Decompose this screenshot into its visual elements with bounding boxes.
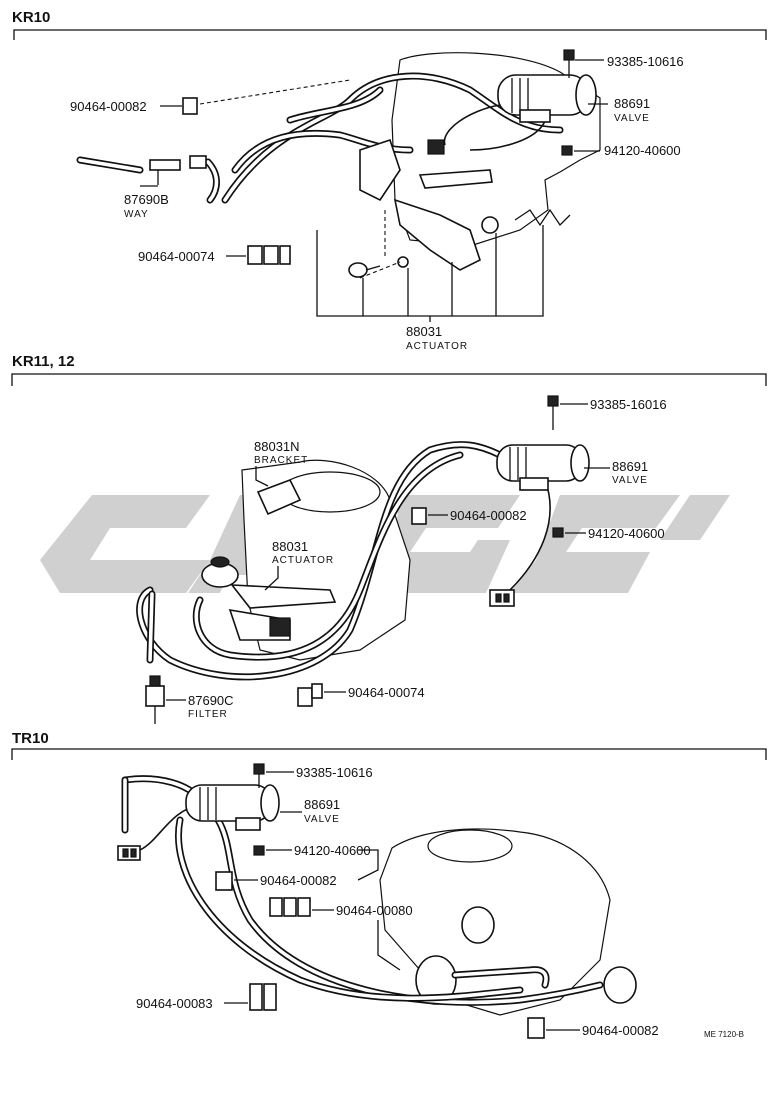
kr11-nut <box>552 527 564 538</box>
kr11-label-valve: 88691 <box>612 459 648 474</box>
kr11-valve-body <box>496 444 590 491</box>
section-title-kr11-12: KR11, 12 <box>12 353 75 370</box>
kr11-bolt <box>547 395 559 430</box>
kr10-label-way-desc: WAY <box>124 209 149 220</box>
kr10-valve-body <box>497 74 597 123</box>
kr11-clamp-0082 <box>411 507 427 525</box>
section-title-tr10: TR10 <box>12 730 49 747</box>
tr10-label-nut: 94120-40600 <box>294 843 371 858</box>
kr10-label-clamp-0074: 90464-00074 <box>138 249 215 264</box>
kr10-label-valve-desc: VALVE <box>614 113 650 124</box>
kr11-connector <box>489 589 515 607</box>
kr10-label-bolt: 93385-10616 <box>607 54 684 69</box>
section-kr11-frame: KR11, 12 <box>11 353 767 386</box>
tr10-label-valve: 88691 <box>304 797 340 812</box>
kr10-nut <box>561 145 573 156</box>
tr10-valve-body <box>185 784 280 831</box>
tr10-label-clamp-0082-lower: 90464-00082 <box>582 1023 659 1038</box>
kr11-label-bolt: 93385-16016 <box>590 397 667 412</box>
kr11-filter <box>145 675 165 724</box>
tr10-label-valve-desc: VALVE <box>304 814 340 825</box>
kr11-label-clamp-0074: 90464-00074 <box>348 685 425 700</box>
tr10-clamp-0083 <box>249 983 277 1011</box>
kr10-label-clamp-0082: 90464-00082 <box>70 99 147 114</box>
kr10-clamp-0074 <box>247 245 291 265</box>
kr10-label-way: 87690B <box>124 192 169 207</box>
kr11-label-filter: 87690C <box>188 693 234 708</box>
tr10-clamp-0082-upper <box>215 871 233 891</box>
kr10-label-valve: 88691 <box>614 96 650 111</box>
tr10-filter-can <box>603 966 637 1004</box>
kr11-label-filter-desc: FILTER <box>188 709 228 720</box>
kr10-bolt <box>563 49 575 78</box>
tr10-drawing: 93385-10616 88691 VALVE 94120-40600 9046… <box>117 763 744 1039</box>
kr10-label-actuator: 88031 <box>406 324 442 339</box>
tr10-label-clamp-0083: 90464-00083 <box>136 996 213 1011</box>
kr11-bracket <box>256 478 302 516</box>
kr10-drawing: 93385-10616 90464-00082 88691 VALVE 9412… <box>70 49 684 352</box>
tr10-clamp-0082-lower <box>527 1017 545 1039</box>
kr10-way-fitting <box>149 155 207 185</box>
tr10-bolt <box>253 763 265 788</box>
tr10-diaphragm-upper <box>461 906 495 944</box>
kr11-label-clamp-0082: 90464-00082 <box>450 508 527 523</box>
kr11-label-nut: 94120-40600 <box>588 526 665 541</box>
kr10-label-nut: 94120-40600 <box>604 143 681 158</box>
section-tr10-frame: TR10 <box>11 730 767 760</box>
kr11-label-valve-desc: VALVE <box>612 475 648 486</box>
tr10-label-clamp-0080: 90464-00080 <box>336 903 413 918</box>
kr10-clamp-0082 <box>182 97 198 115</box>
section-kr10-frame: KR10 <box>12 9 767 40</box>
tr10-label-clamp-0082-upper: 90464-00082 <box>260 873 337 888</box>
kr11-clamp-0074 <box>297 683 323 707</box>
kr10-actuator-assembly <box>348 138 571 279</box>
kr11-label-actuator: 88031 <box>272 539 308 554</box>
kr11-12-drawing: 93385-16016 88031N BRACKET 88691 VALVE 9… <box>136 395 667 724</box>
kr11-label-bracket-desc: BRACKET <box>254 455 308 466</box>
section-title-kr10: KR10 <box>12 9 50 26</box>
kr11-label-bracket: 88031N <box>254 439 300 454</box>
kr11-actuator-assembly <box>201 556 337 641</box>
kr10-label-actuator-desc: ACTUATOR <box>406 341 468 352</box>
kr11-label-actuator-desc: ACTUATOR <box>272 555 334 566</box>
diagram-code: ME 7120-B <box>704 1030 744 1039</box>
tr10-nut <box>253 845 265 856</box>
tr10-clamp-0080 <box>269 897 311 917</box>
tr10-connector <box>117 845 141 861</box>
tr10-label-bolt: 93385-10616 <box>296 765 373 780</box>
